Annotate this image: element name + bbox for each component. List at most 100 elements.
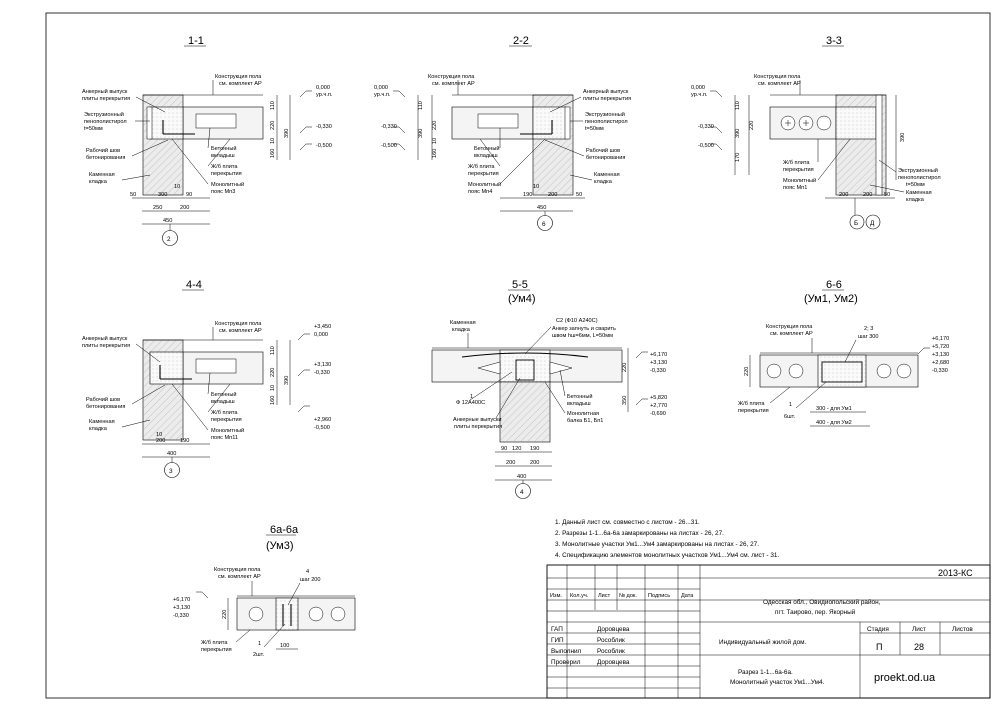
drawing-label: Доровцева bbox=[597, 626, 630, 633]
drawing-label: 2. Разрезы 1-1...6а-6а замаркированы на … bbox=[555, 530, 724, 537]
drawing-label: 6а-6а bbox=[270, 524, 299, 536]
drawing-label: Монолитная bbox=[567, 411, 599, 417]
drawing-label: 190 bbox=[523, 192, 532, 198]
drawing-label: (Ум3) bbox=[266, 540, 294, 552]
drawing-label: Каменная bbox=[450, 320, 476, 326]
drawing-label: пгт. Таирово, пер. Якорный bbox=[775, 608, 856, 616]
section-4-4: 4-4 Анкерный выпуск плиты перекрытия Раб… bbox=[82, 279, 331, 478]
drawing-label: 110 bbox=[270, 346, 276, 355]
drawing-label: Каменная bbox=[906, 190, 932, 196]
drawing-label: 50 bbox=[130, 192, 136, 198]
drawing-label: -0,500 bbox=[698, 143, 714, 149]
drawing-label: 450 bbox=[163, 218, 172, 224]
drawing-label: швом hш=6мм, L=50мм bbox=[552, 333, 613, 339]
drawing-label: Монолитный bbox=[783, 177, 816, 184]
drawing-label: +3,130 bbox=[650, 360, 667, 366]
drawing-label: 5-5 bbox=[512, 279, 528, 291]
drawing-label: № док. bbox=[619, 593, 637, 599]
drawing-label: пояс Мп11 bbox=[211, 435, 238, 441]
drawing-label: бетонирования bbox=[586, 155, 625, 161]
drawing-label: балка Б1, Бп1 bbox=[567, 418, 603, 424]
drawing-label: 50 bbox=[884, 192, 890, 198]
drawing-label: Конструкция пола bbox=[766, 324, 813, 330]
section-6a-6a: 6а-6а (Ум3) Конструкция пола см. комплек… bbox=[173, 524, 356, 658]
drawing-label: -0,690 bbox=[650, 411, 666, 417]
drawing-label: Ж/б плита bbox=[201, 640, 228, 646]
drawing-label: перекрытия bbox=[738, 408, 769, 414]
drawing-label: -0,330 bbox=[316, 124, 332, 130]
drawing-label: Разрез 1-1...6а-6а. bbox=[738, 669, 793, 676]
drawing-label: 10 bbox=[533, 184, 539, 190]
drawing-label: 2-2 bbox=[513, 35, 529, 47]
drawing-label: Кол.уч. bbox=[570, 593, 589, 599]
drawing-label: Одесская обл., Овидиопольский район, bbox=[763, 598, 881, 606]
drawing-label: 220 bbox=[270, 368, 276, 377]
drawing-label: Б bbox=[854, 220, 858, 227]
drawing-label: пенополистирол bbox=[585, 119, 628, 125]
drawing-label: 190 bbox=[180, 438, 189, 444]
drawing-label: Анкерные выпуски bbox=[453, 417, 501, 423]
drawing-label: 220 bbox=[744, 367, 750, 376]
drawing-label: см. комплект АР bbox=[758, 81, 801, 87]
drawing-label: 10 bbox=[432, 138, 438, 144]
drawing-label: 220 bbox=[270, 121, 276, 130]
drawing-label: 200 bbox=[180, 205, 189, 211]
drawing-label: +2,680 bbox=[932, 360, 949, 366]
drawing-label: Выполнил bbox=[551, 648, 582, 655]
drawing-label: 0,000 bbox=[314, 332, 328, 338]
drawing-label: Лист bbox=[598, 593, 611, 599]
drawing-label: 1 bbox=[789, 402, 792, 408]
drawing-label: Рабочий шов bbox=[586, 147, 620, 154]
drawing-label: Ж/б плита bbox=[211, 410, 238, 416]
drawing-label: +3,130 bbox=[173, 605, 190, 611]
drawing-label: +2,770 bbox=[650, 403, 667, 409]
drawing-label: перекрытия bbox=[468, 171, 499, 177]
section-6-6: 6-6 (Ум1, Ум2) Конструкция пола см. комп… bbox=[738, 279, 949, 427]
drawing-label: 400 bbox=[517, 474, 526, 480]
drawing-label: -0,330 bbox=[932, 368, 948, 374]
drawing-label: перекрытия bbox=[211, 171, 242, 177]
drawing-label: 160 bbox=[270, 149, 276, 158]
general-notes: 1. Данный лист см. совместно с листом - … bbox=[555, 518, 779, 559]
drawing-label: 200 bbox=[506, 460, 515, 466]
drawing-label: 200 bbox=[156, 438, 165, 444]
drawing-label: 300 - для Ум1 bbox=[816, 406, 852, 412]
drawing-label: 1 bbox=[258, 641, 261, 647]
drawing-label: t=50мм bbox=[585, 126, 604, 132]
drawing-label: Конструкция пола bbox=[754, 74, 801, 80]
drawing-label: 200 bbox=[839, 192, 848, 198]
drawing-label: Рособлик bbox=[597, 636, 625, 644]
drawing-label: 390 bbox=[900, 133, 906, 142]
drawing-label: Ж/б плита bbox=[783, 160, 810, 166]
drawing-label: +5,820 bbox=[650, 395, 667, 401]
drawing-label: пояс Мп4 bbox=[468, 189, 492, 195]
drawing-label: 0,000 bbox=[691, 85, 705, 91]
drawing-label: Ж/б плита bbox=[738, 401, 765, 407]
drawing-label: плиты перекрытия bbox=[454, 424, 502, 430]
drawing-label: перекрытия bbox=[783, 167, 814, 173]
drawing-label: перекрытия bbox=[201, 647, 232, 653]
drawing-label: -0,500 bbox=[316, 143, 332, 149]
drawing-label: +6,170 bbox=[650, 352, 667, 358]
drawing-label: +6,170 bbox=[173, 597, 190, 603]
drawing-label: 28 bbox=[914, 642, 924, 652]
drawing-label: вкладыш bbox=[211, 399, 235, 405]
drawing-label: Ж/б плита bbox=[468, 164, 495, 170]
drawing-label: 1. Данный лист см. совместно с листом - … bbox=[555, 518, 700, 526]
insulation bbox=[146, 106, 153, 140]
drawing-label: 400 - для Ум2 bbox=[816, 420, 852, 426]
drawing-label: С2 (Ф10 А240С) bbox=[556, 318, 598, 324]
drawing-label: 200 bbox=[548, 192, 557, 198]
drawing-label: 4 bbox=[306, 569, 309, 575]
drawing-label: 220 bbox=[622, 363, 628, 372]
drawing-label: ур.ч.п. bbox=[316, 92, 333, 98]
drawing-label: Анкер запнуть и сварить bbox=[552, 326, 616, 332]
drawing-label: см. комплект АР bbox=[432, 81, 475, 87]
axis-marker bbox=[162, 230, 178, 246]
drawing-label: Анкерный выпуск bbox=[583, 88, 629, 95]
drawing-label: -0,330 bbox=[173, 613, 189, 619]
drawing-label: 400 bbox=[167, 451, 176, 457]
drawing-label: ГАП bbox=[551, 626, 563, 633]
drawing-label: Монолитный bbox=[211, 181, 244, 188]
